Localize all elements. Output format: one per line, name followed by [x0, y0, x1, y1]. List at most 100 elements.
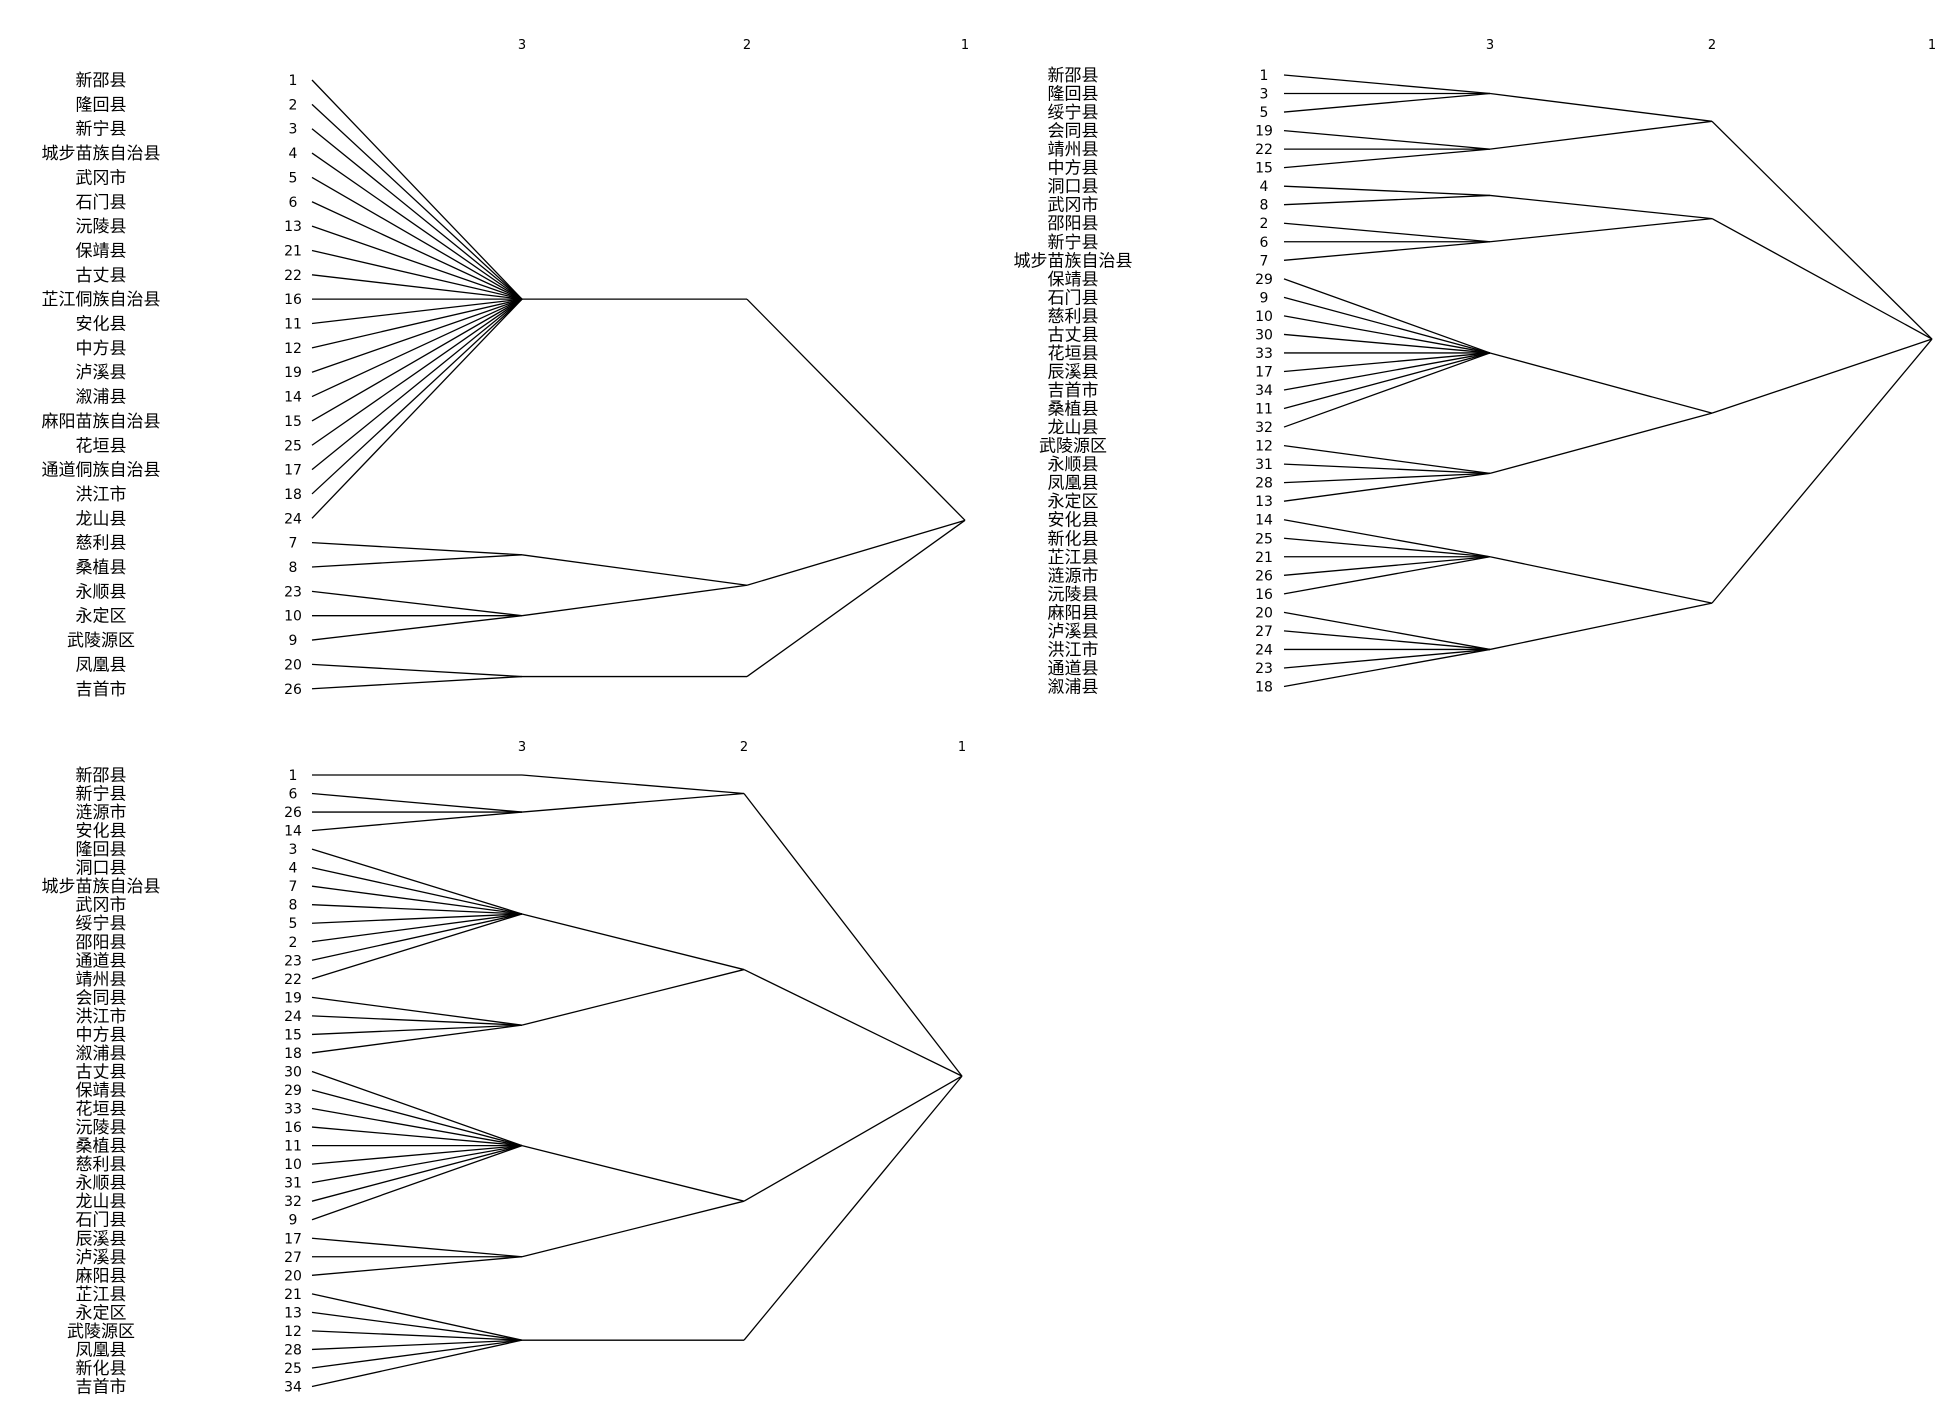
leaf-branch	[311, 1089, 523, 1147]
leaf-number: 5	[289, 916, 298, 932]
level3-branch	[521, 1144, 745, 1202]
leaf-branch	[311, 298, 523, 446]
leaf-branch	[311, 792, 523, 813]
leaf-branch	[1283, 648, 1491, 688]
county-label: 中方县	[76, 339, 127, 359]
leaf-number: 10	[284, 1157, 302, 1173]
county-label: 泸溪县	[1048, 622, 1099, 642]
county-label: 中方县	[76, 1025, 127, 1045]
leaf-branch	[1283, 92, 1491, 113]
leaf-number: 30	[1255, 327, 1273, 343]
leaf-number: 20	[284, 657, 302, 673]
leaf-branch	[1283, 472, 1491, 484]
leaf-number: 13	[284, 219, 302, 235]
county-label: 武陵源区	[67, 1322, 135, 1342]
leaf-number: 24	[284, 1009, 302, 1025]
level3-branch	[1489, 92, 1713, 122]
level3-branch	[1489, 602, 1713, 651]
county-label: 辰溪县	[76, 1229, 127, 1249]
leaf-number: 28	[1255, 476, 1273, 492]
leaf-branch	[1283, 194, 1491, 206]
level-label-2: 2	[740, 740, 748, 755]
county-label: 安化县	[76, 315, 127, 335]
leaf-branch	[311, 298, 523, 349]
leaf-branch	[311, 176, 523, 300]
leaf-number: 30	[284, 1064, 302, 1080]
level3-branch	[521, 913, 745, 971]
leaf-branch	[311, 913, 523, 943]
leaf-branch	[1283, 648, 1491, 669]
level-label-3: 3	[518, 38, 526, 53]
county-label: 石门县	[76, 1211, 127, 1231]
leaf-number: 6	[1260, 235, 1269, 251]
leaf-number: 17	[284, 463, 302, 479]
county-label: 溆浦县	[76, 388, 127, 408]
county-label: 桑植县	[1048, 400, 1099, 420]
leaf-number: 2	[289, 935, 298, 951]
leaf-branch	[311, 201, 523, 300]
leaf-number: 5	[1260, 105, 1269, 121]
leaf-number: 34	[1255, 383, 1273, 399]
level2-branch	[743, 1075, 963, 1202]
leaf-branch	[311, 298, 523, 422]
county-label: 龙山县	[1048, 418, 1099, 438]
leaf-branch	[1283, 278, 1491, 354]
county-label: 石门县	[76, 193, 127, 213]
county-label: 麻阳苗族自治县	[42, 412, 161, 432]
leaf-branch	[311, 1311, 523, 1341]
level2-branch	[746, 298, 966, 521]
leaf-number: 9	[1260, 290, 1269, 306]
leaf-number: 24	[1255, 642, 1273, 658]
leaf-number: 11	[1255, 402, 1273, 418]
leaf-branch	[311, 1339, 523, 1369]
level3-branch	[1489, 120, 1713, 150]
county-label: 永定区	[1048, 492, 1099, 512]
county-label: 慈利县	[76, 1155, 127, 1175]
level2-branch	[746, 519, 966, 678]
leaf-number: 31	[284, 1176, 302, 1192]
leaf-branch	[1283, 519, 1491, 558]
county-label: 城步苗族自治县	[1014, 251, 1133, 271]
leaf-branch	[1283, 315, 1491, 354]
county-label: 溆浦县	[76, 1044, 127, 1064]
leaf-branch	[311, 904, 523, 915]
county-label: 新宁县	[76, 120, 127, 140]
county-label: 通道侗族自治县	[42, 461, 161, 481]
leaf-branch	[311, 1256, 523, 1276]
county-label: 洪江市	[1048, 640, 1099, 660]
county-label: 安化县	[1048, 511, 1099, 531]
leaf-number: 7	[1260, 253, 1269, 269]
county-label: 会同县	[76, 988, 127, 1008]
leaf-branch	[311, 298, 523, 325]
leaf-branch	[1283, 463, 1491, 475]
leaf-number: 7	[289, 536, 298, 552]
leaf-number: 18	[284, 1046, 302, 1062]
county-label: 吉首市	[76, 680, 127, 700]
leaf-number: 23	[284, 584, 302, 600]
county-label: 慈利县	[1048, 307, 1099, 327]
leaf-branch	[311, 128, 523, 300]
leaf-number: 17	[284, 1231, 302, 1247]
county-label: 隆回县	[1048, 85, 1099, 105]
leaf-number: 19	[284, 990, 302, 1006]
level3-branch	[521, 554, 748, 586]
leaf-number: 14	[284, 390, 302, 406]
level2-branch	[743, 793, 963, 1077]
leaf-number: 33	[284, 1102, 302, 1118]
leaf-branch	[311, 1339, 523, 1388]
leaf-number: 1	[289, 73, 298, 89]
county-label: 邵阳县	[76, 933, 127, 953]
leaf-number: 23	[1255, 661, 1273, 677]
leaf-branch	[311, 298, 523, 471]
county-label: 泸溪县	[76, 1248, 127, 1268]
leaf-branch	[311, 590, 523, 617]
level3-branch	[1489, 556, 1713, 604]
leaf-branch	[1283, 556, 1491, 576]
level3-branch	[521, 774, 745, 795]
county-label: 保靖县	[76, 1081, 127, 1101]
leaf-branch	[1283, 352, 1491, 428]
county-label: 古丈县	[76, 1062, 127, 1082]
level-label-3: 3	[1486, 38, 1494, 53]
